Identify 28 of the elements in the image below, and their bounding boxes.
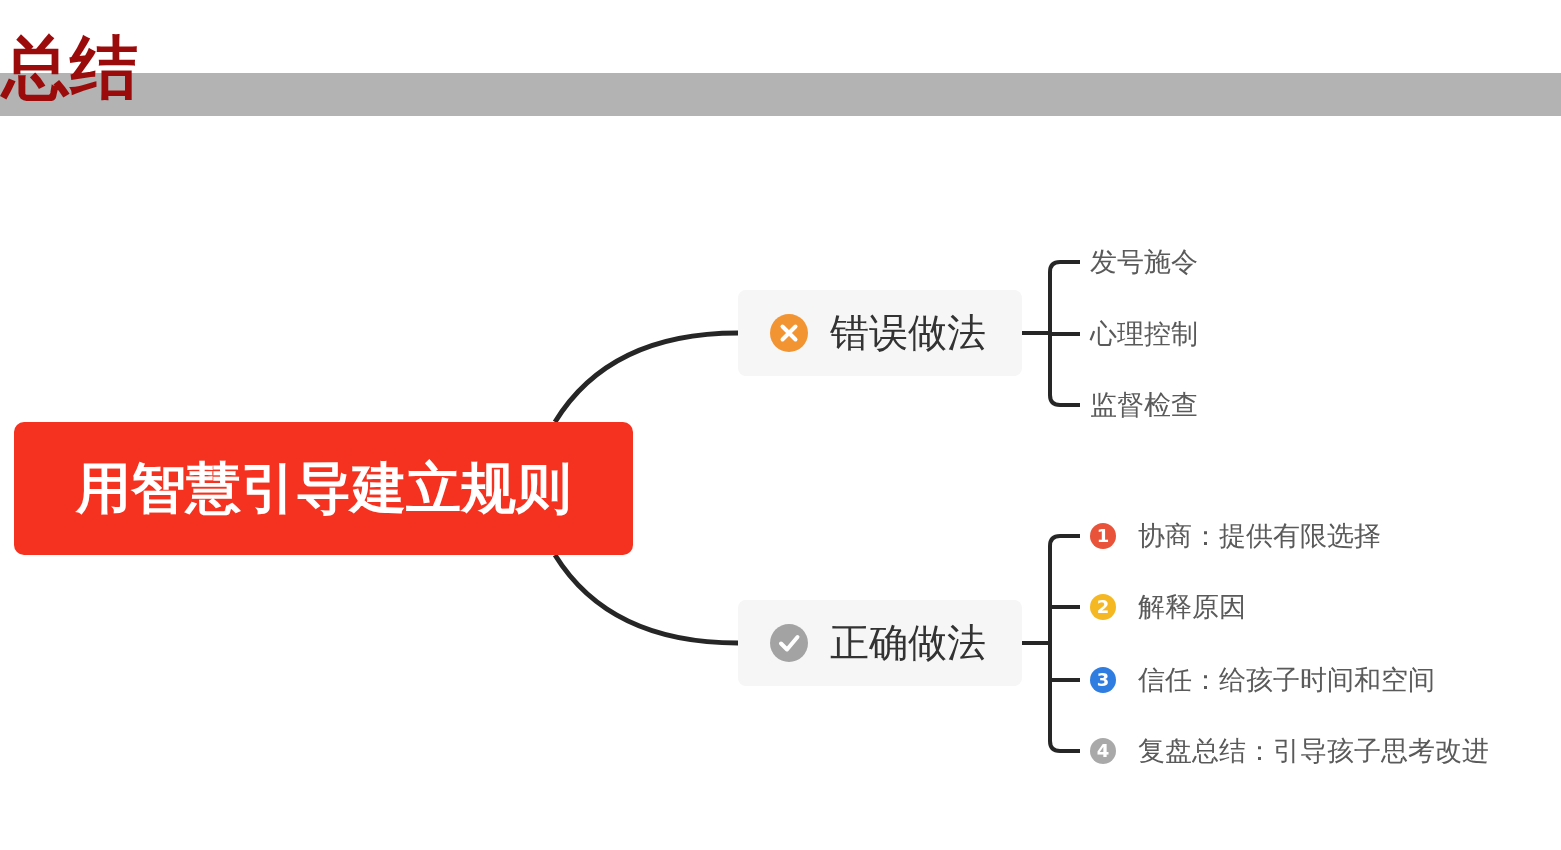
connector-line	[1048, 394, 1080, 407]
connector-line	[1048, 534, 1080, 547]
connector-line	[1052, 332, 1080, 336]
subtopic-text: 解释原因	[1138, 590, 1246, 624]
bracket-line	[1020, 270, 1052, 397]
category-box	[738, 600, 1022, 686]
topic-box: 用智慧引导建立规则	[14, 422, 633, 555]
connector-line	[1052, 678, 1080, 682]
category-box	[738, 290, 1022, 376]
number-badge: 4	[1090, 738, 1116, 764]
page-title: 总结	[2, 28, 138, 108]
subtopic-text: 信任：给孩子时间和空间	[1138, 663, 1435, 697]
number-badge: 1	[1090, 523, 1116, 549]
connector-line	[1048, 740, 1080, 753]
bracket-line	[1020, 544, 1052, 743]
subtopic-text: 协商：提供有限选择	[1138, 519, 1381, 553]
category-label: 错误做法	[830, 310, 986, 356]
curved-connector	[552, 553, 739, 646]
number-badge: 3	[1090, 667, 1116, 693]
subtopic-text: 监督检查	[1080, 387, 1198, 423]
subtopic-text: 发号施令	[1080, 244, 1198, 280]
curved-connector	[552, 330, 739, 424]
number-badge: 2	[1090, 594, 1116, 620]
category-label: 正确做法	[830, 620, 986, 666]
connector-line	[1048, 260, 1080, 273]
subtopic-text: 心理控制	[1080, 316, 1198, 352]
connector-line	[1052, 605, 1080, 609]
subtopic-text: 复盘总结：引导孩子思考改进	[1138, 734, 1489, 768]
